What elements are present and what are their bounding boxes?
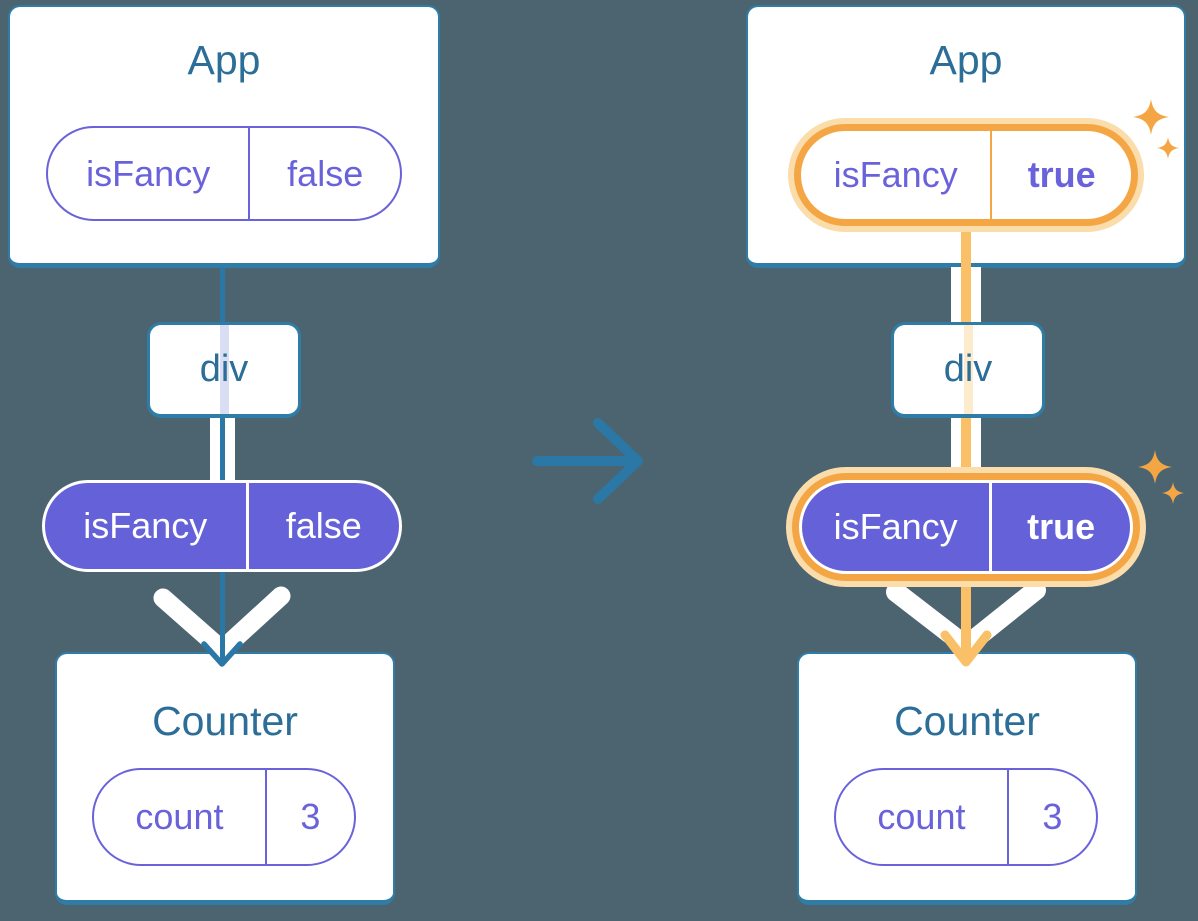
down-arrowhead-icon bbox=[201, 641, 243, 667]
prop-pill: isFancy false bbox=[42, 480, 402, 572]
prop-pipe-wall bbox=[951, 418, 961, 475]
sparkle-icon bbox=[1138, 450, 1172, 484]
div-label: div bbox=[943, 348, 993, 390]
div-label: div bbox=[199, 348, 249, 390]
count-pill-key: count bbox=[94, 770, 267, 864]
prop-flow-line bbox=[961, 230, 971, 322]
state-pill-value: true bbox=[1027, 154, 1096, 195]
prop-through-line bbox=[963, 325, 973, 414]
app-title: App bbox=[187, 37, 261, 83]
down-arrowhead-icon bbox=[940, 630, 992, 667]
app-title: App bbox=[929, 37, 1003, 83]
tree-edge bbox=[219, 418, 225, 482]
prop-pipe-wall bbox=[224, 418, 235, 481]
sparkle-icon bbox=[1157, 137, 1179, 159]
tree-edge bbox=[219, 568, 225, 660]
count-pill-value: 3 bbox=[1042, 796, 1063, 837]
count-pill-key: count bbox=[836, 770, 1009, 864]
div-node: div bbox=[891, 322, 1045, 418]
prop-pill-key: isFancy bbox=[802, 483, 993, 571]
counter-card: Counter count 3 bbox=[55, 652, 395, 905]
counter-title: Counter bbox=[152, 698, 298, 744]
count-pill: count 3 bbox=[834, 768, 1098, 866]
prop-pipe-wall bbox=[971, 418, 981, 475]
prop-flow-line bbox=[961, 418, 971, 478]
prop-through-line bbox=[219, 325, 229, 414]
count-pill-value: 3 bbox=[300, 796, 321, 837]
prop-pipe-wall bbox=[209, 418, 220, 481]
prop-pill-key: isFancy bbox=[45, 483, 249, 569]
state-pill-highlighted: isFancy true bbox=[794, 124, 1138, 226]
state-pill: isFancy false bbox=[46, 126, 402, 221]
prop-pipe-wall bbox=[951, 267, 961, 322]
prop-pill-value: true bbox=[1027, 506, 1096, 547]
tree-edge bbox=[219, 267, 225, 323]
count-pill: count 3 bbox=[92, 768, 356, 866]
prop-pipe-wall bbox=[971, 267, 981, 322]
right-arrow-icon bbox=[532, 418, 643, 504]
sparkle-icon bbox=[1133, 99, 1169, 135]
app-card: App isFancy false bbox=[8, 5, 440, 268]
state-pill-key: isFancy bbox=[48, 128, 251, 219]
sparkle-icon bbox=[1162, 482, 1184, 504]
prop-pill-value: false bbox=[285, 505, 362, 546]
prop-pill-highlighted: isFancy true bbox=[792, 473, 1140, 581]
counter-title: Counter bbox=[894, 698, 1040, 744]
prop-flow-line bbox=[961, 584, 971, 658]
state-pill-key: isFancy bbox=[801, 131, 993, 219]
state-pill-value: false bbox=[287, 152, 364, 194]
div-node: div bbox=[147, 322, 301, 418]
counter-card: Counter count 3 bbox=[797, 652, 1137, 905]
